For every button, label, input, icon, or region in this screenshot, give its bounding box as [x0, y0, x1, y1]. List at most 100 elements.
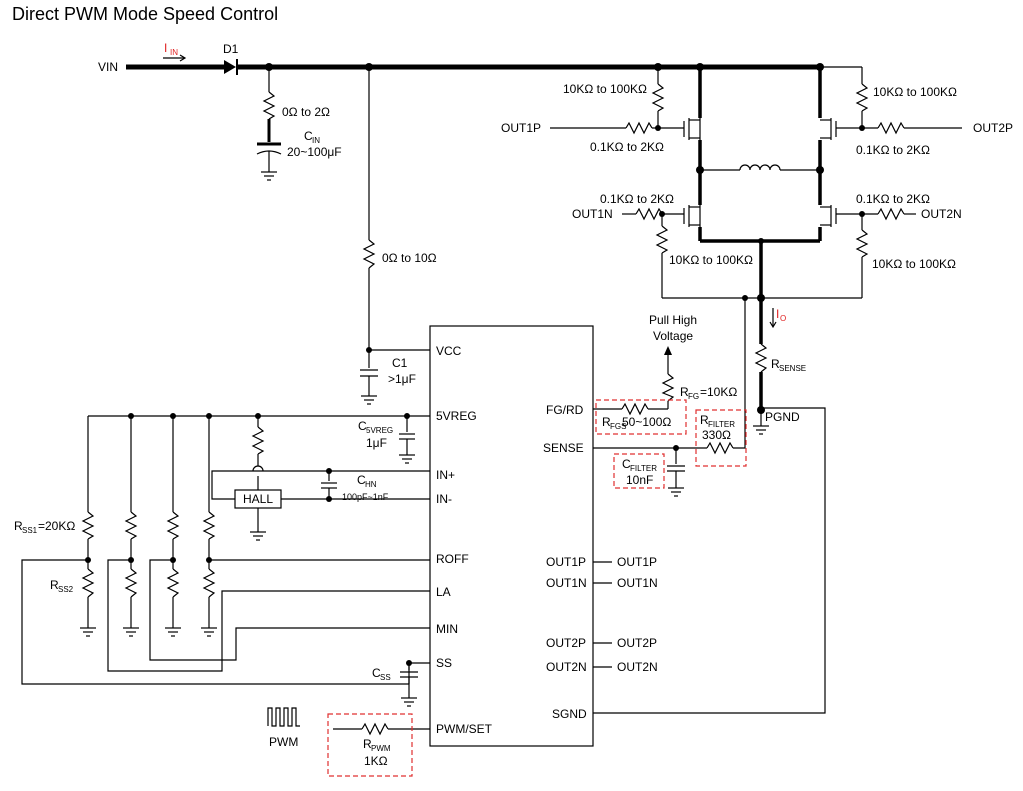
pin-vcc: VCC [436, 344, 462, 358]
resistor-rfg [661, 373, 675, 402]
pin-min: MIN [436, 622, 458, 636]
chn-label: C [357, 473, 366, 487]
resistor-gate-ser-1p [625, 121, 653, 135]
diagram-title: Direct PWM Mode Speed Control [12, 4, 279, 24]
mosfet-q1n [683, 205, 701, 227]
pin-fgrd: FG/RD [546, 403, 584, 417]
out1p-input-label: OUT1P [501, 121, 541, 135]
svg-text:FGS: FGS [610, 422, 626, 431]
svg-text:SS2: SS2 [58, 585, 74, 594]
ext-out2p: OUT2P [617, 636, 657, 650]
svg-text:=20KΩ: =20KΩ [38, 519, 75, 533]
mosfet-q2n [820, 205, 837, 227]
cfilter-label: C [622, 457, 631, 471]
ext-out1p: OUT1P [617, 555, 657, 569]
cin-label: C [304, 129, 313, 143]
rfilter-highlight [695, 409, 747, 467]
pin-out1p: OUT1P [546, 555, 586, 569]
out2n-input-label: OUT2N [921, 207, 962, 221]
pull-high-line2: Voltage [653, 329, 693, 343]
r-gate-pull-1p-label: 10KΩ to 100KΩ [563, 82, 647, 96]
pin-la: LA [436, 585, 451, 599]
svg-text:FILTER: FILTER [630, 464, 657, 473]
svg-text:O: O [780, 314, 786, 323]
rfilter-label: R [700, 413, 709, 427]
out1n-input-label: OUT1N [572, 207, 613, 221]
r-gate-pull-1n-label: 10KΩ to 100KΩ [669, 253, 753, 267]
svg-text:SS: SS [380, 673, 391, 682]
svg-text:SS1: SS1 [22, 526, 38, 535]
rss2-label: R [50, 578, 59, 592]
css-label: C [372, 666, 381, 680]
motor-coil [739, 164, 781, 171]
pwm-source-icon [267, 707, 300, 727]
d1-label: D1 [223, 42, 239, 56]
resistor-rpwm [361, 722, 389, 736]
cfilter-highlight [613, 453, 665, 489]
resistor-rfilter [706, 441, 734, 455]
svg-text:50~100Ω: 50~100Ω [622, 415, 671, 429]
svg-text:5VREG: 5VREG [366, 426, 393, 435]
resistor-gate-pull-2n [855, 229, 869, 258]
r-gate-ser-2n-label: 0.1KΩ to 2KΩ [856, 192, 930, 206]
svg-text:HN: HN [365, 480, 377, 489]
resistor-gate-pull-1n [655, 225, 669, 254]
r-gate-pull-2n-label: 10KΩ to 100KΩ [872, 257, 956, 271]
pin-ss: SS [436, 656, 452, 670]
mosfet-q2p [820, 118, 837, 140]
cin-value: 20~100μF [287, 145, 342, 159]
rss1-label: R [14, 519, 23, 533]
resistor-rfgs [621, 402, 649, 416]
svg-text:FG: FG [688, 392, 699, 401]
resistor-gate-pull-2p [855, 83, 869, 112]
svg-text:=10KΩ: =10KΩ [700, 385, 737, 399]
pin-out1n: OUT1N [546, 576, 587, 590]
pin-out2n: OUT2N [546, 660, 587, 674]
r-gate-ser-1p-label: 0.1KΩ to 2KΩ [590, 140, 664, 154]
ext-out2n: OUT2N [617, 660, 658, 674]
pin-sgnd: SGND [552, 707, 587, 721]
pin-5vreg: 5VREG [436, 409, 477, 423]
pwm-label: PWM [269, 735, 298, 749]
rvcc-label: 0Ω to 10Ω [382, 251, 437, 265]
resistor-gate-ser-1n [635, 207, 663, 221]
r-gate-ser-2p-label: 0.1KΩ to 2KΩ [856, 143, 930, 157]
c5vreg-value: 1μF [366, 436, 387, 450]
resistor-hall-bias [251, 426, 265, 455]
rfgs-label: R [602, 415, 611, 429]
svg-text:SENSE: SENSE [779, 364, 806, 373]
svg-text:IN: IN [312, 136, 320, 145]
c1-label: C1 [392, 356, 408, 370]
chn-value: 100pF~1nF [342, 492, 389, 502]
pgnd-label: PGND [765, 410, 800, 424]
svg-text:FILTER: FILTER [708, 420, 735, 429]
c1-value: >1μF [388, 372, 416, 386]
pin-roff: ROFF [436, 552, 469, 566]
rpwm-highlight [327, 713, 413, 777]
pin-sense: SENSE [543, 441, 584, 455]
io-label: I [776, 307, 779, 321]
svg-text:PWM: PWM [371, 744, 391, 753]
resistor-gate-pull-1p [651, 83, 665, 112]
diode-d1 [224, 60, 236, 74]
cfilter-value: 10nF [626, 473, 653, 487]
vin-label: VIN [98, 60, 118, 74]
pull-high-line1: Pull High [649, 313, 697, 327]
svg-text:IN: IN [170, 48, 178, 57]
pin-out2p: OUT2P [546, 636, 586, 650]
resistor-rss2 [81, 568, 95, 598]
pull-high-arrow-icon [664, 346, 672, 355]
out2p-input-label: OUT2P [973, 121, 1013, 135]
resistor-rin [262, 91, 276, 120]
rfgs-highlight [595, 399, 687, 435]
mosfet-q1p [683, 118, 701, 140]
r-gate-ser-1n-label: 0.1KΩ to 2KΩ [600, 192, 674, 206]
rfg-label: R [680, 385, 689, 399]
rpwm-label: R [363, 737, 372, 751]
iin-label: I [164, 41, 167, 55]
rin-label: 0Ω to 2Ω [282, 105, 330, 119]
pin-inn: IN- [436, 492, 452, 506]
pin-pwmset: PWM/SET [436, 722, 493, 736]
hall-label: HALL [243, 492, 273, 506]
